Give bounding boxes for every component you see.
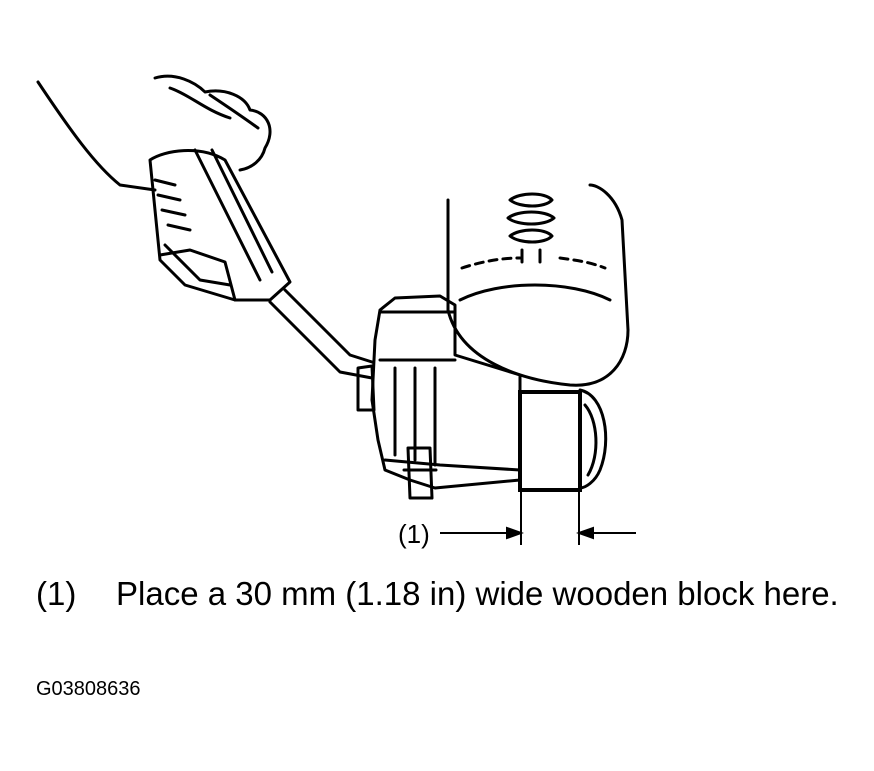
finger-line [208, 93, 260, 130]
piston-cylinder [446, 183, 630, 387]
dimension-arrow-right [576, 526, 594, 540]
spring-coil-1 [508, 192, 554, 208]
brake-rotor-inner [583, 403, 598, 477]
dimension-arrow-left [506, 526, 524, 540]
piston-face [458, 283, 612, 302]
thumb [168, 86, 232, 120]
pliers-inner-2 [210, 148, 274, 274]
pliers-grip [158, 248, 237, 302]
caption-number: (1) [36, 575, 77, 612]
callout-label: (1) [398, 519, 430, 549]
caption-text: Place a 30 mm (1.18 in) wide wooden bloc… [116, 575, 839, 612]
pliers-ridge-2 [156, 193, 182, 202]
bleeder-nut [356, 364, 376, 412]
hand-knuckles [153, 74, 272, 172]
forearm [36, 80, 157, 192]
caliper-upper-housing [378, 310, 457, 362]
spring-stem [520, 248, 542, 264]
brake-caliper-illustration: (1) [36, 74, 636, 549]
tool-shaft-top [283, 288, 374, 364]
pliers-inner [193, 148, 262, 282]
caliper-lower-lip [383, 458, 522, 472]
wooden-block [518, 390, 582, 492]
pliers-lower [163, 243, 232, 287]
spring-coil-2 [506, 210, 556, 226]
tool-shaft-bottom [268, 300, 374, 380]
pliers-ridge-3 [160, 208, 187, 217]
pliers-ridge-1 [153, 178, 177, 187]
spring-coil-3 [508, 228, 554, 244]
caliper-ribs [393, 366, 437, 467]
piston-ring-dashed [460, 256, 607, 270]
figure-id: G03808636 [36, 678, 141, 700]
brake-rotor [578, 388, 608, 490]
caliper-bolt [406, 446, 434, 500]
pliers-ridge-4 [166, 223, 192, 232]
